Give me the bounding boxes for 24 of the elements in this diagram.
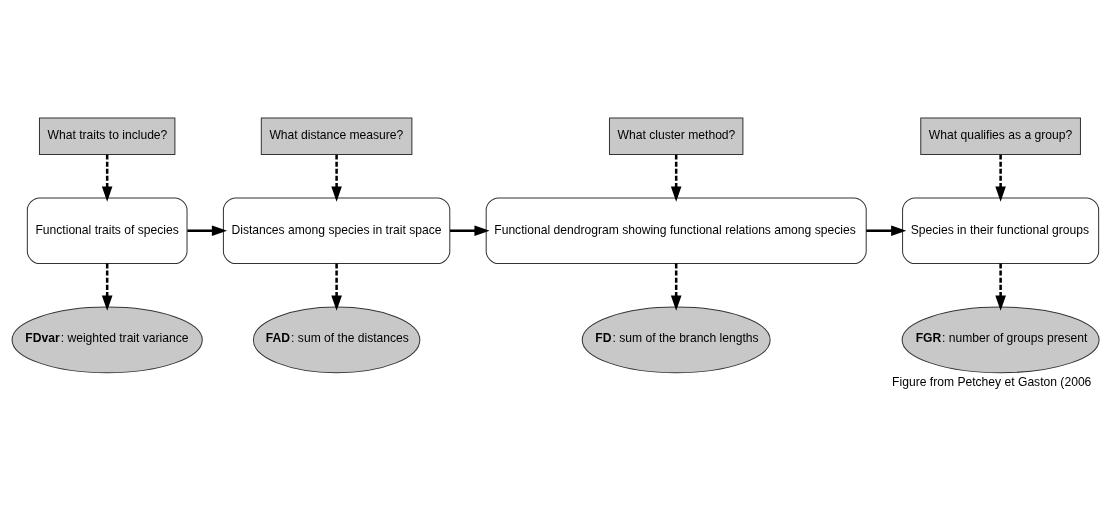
node-box: What distance measure?	[260, 117, 413, 155]
node-ellipse: FAD: sum of the distances	[252, 306, 421, 374]
arrow	[995, 263, 1006, 311]
node-box: What qualifies as a group?	[920, 117, 1081, 155]
arrow	[187, 225, 228, 237]
arrow	[331, 263, 342, 311]
node-box: Distances among species in trait space	[222, 197, 451, 265]
node-ellipse: FGR: number of groups present	[901, 306, 1100, 374]
arrow	[101, 263, 113, 311]
node-ellipse: FDvar: weighted trait variance	[11, 306, 203, 374]
node-box: Species in their functional groups	[902, 197, 1100, 265]
node-box: Functional traits of species	[26, 197, 188, 265]
node-box: What traits to include?	[38, 117, 176, 155]
node-box: What cluster method?	[608, 117, 744, 155]
arrow	[670, 154, 682, 202]
arrow	[670, 263, 682, 311]
arrow	[866, 225, 907, 237]
node-ellipse: FD: sum of the branch lengths	[581, 306, 771, 374]
node-box: Functional dendrogram showing functional relations among species	[485, 197, 867, 265]
arrow	[331, 154, 342, 202]
arrow	[450, 225, 490, 237]
caption: Figure from Petchey et Gaston (2006	[892, 375, 1092, 390]
arrow	[101, 154, 113, 202]
arrow	[995, 154, 1006, 202]
